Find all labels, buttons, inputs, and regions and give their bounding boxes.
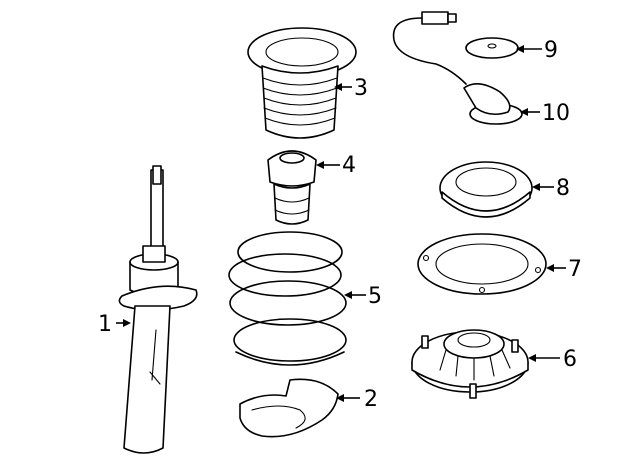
sensor-housing xyxy=(463,83,511,116)
spring-coil-3 xyxy=(229,280,347,326)
spring-coil-4 xyxy=(233,318,347,362)
callout-8-arrow xyxy=(532,183,540,191)
dust-boot-flange-inner xyxy=(265,37,339,67)
washer-hole xyxy=(487,43,497,49)
washer xyxy=(465,37,519,59)
mount-stud xyxy=(421,335,429,349)
strut-tube-highlight xyxy=(151,329,157,381)
mount-center xyxy=(443,329,505,359)
sensor xyxy=(392,11,523,125)
gasket-hole xyxy=(534,266,542,274)
spring-base xyxy=(235,351,345,366)
strut-rod-tip xyxy=(152,165,162,185)
mount-stud xyxy=(469,383,477,399)
callout-6-arrow xyxy=(528,354,536,362)
mount-center-hole xyxy=(457,332,491,348)
strut-spring-seat xyxy=(118,285,198,311)
callout-9-arrow xyxy=(516,45,524,53)
lower-spring-seat xyxy=(239,378,339,438)
callout-3-label: 3 xyxy=(354,76,368,101)
mount-ribs xyxy=(439,349,511,381)
mount-stud xyxy=(511,339,519,353)
gasket-hole xyxy=(478,286,486,294)
spring-coil-1 xyxy=(237,231,343,273)
dust-boot xyxy=(247,27,357,139)
callout-10-arrow xyxy=(520,108,528,116)
gasket-outer xyxy=(417,233,547,295)
callout-1-arrow xyxy=(123,319,131,327)
callout-6-label: 6 xyxy=(563,347,577,372)
callout-2-label: 2 xyxy=(364,387,378,412)
callout-3-arrow xyxy=(334,83,342,91)
callout-4-arrow xyxy=(316,161,324,169)
dust-boot-fold xyxy=(263,97,337,106)
coil-spring xyxy=(228,231,347,366)
callout-8-label: 8 xyxy=(556,176,570,201)
gasket xyxy=(417,233,547,295)
bump-stop xyxy=(267,150,317,225)
callout-9-label: 9 xyxy=(544,38,558,63)
bump-stop-ring xyxy=(274,197,310,203)
bearing-inner xyxy=(455,167,517,197)
upper-bearing xyxy=(439,161,533,218)
sensor-cable xyxy=(392,17,467,85)
lower-seat-inner xyxy=(251,405,306,429)
sensor-connector-tip xyxy=(447,13,457,23)
strut-assembly xyxy=(118,165,198,454)
callout-10-label: 10 xyxy=(542,101,570,126)
strut-tube-bracket xyxy=(149,371,161,385)
strut-mount xyxy=(411,329,529,399)
gasket-inner xyxy=(435,243,529,285)
strut-rod-collar xyxy=(142,245,166,263)
dust-boot-fold xyxy=(264,117,336,126)
callout-2-arrow xyxy=(336,394,344,402)
bearing-lip xyxy=(441,191,531,218)
dust-boot-fold xyxy=(263,107,337,116)
callout-4-label: 4 xyxy=(342,153,356,178)
callout-7-arrow xyxy=(546,264,554,272)
gasket-hole xyxy=(422,254,430,262)
callout-1-label: 1 xyxy=(98,312,112,337)
bump-stop-ring xyxy=(274,209,310,215)
sensor-connector xyxy=(421,11,449,25)
dust-boot-bellows xyxy=(261,65,339,139)
spring-coil-2 xyxy=(228,253,342,297)
dust-boot-fold xyxy=(262,77,338,86)
bump-stop-body xyxy=(273,183,311,225)
lower-seat-body xyxy=(239,378,339,438)
strut-tube xyxy=(123,305,171,454)
callout-7-label: 7 xyxy=(568,257,582,282)
bump-stop-hole xyxy=(279,152,305,164)
callout-5-label: 5 xyxy=(368,284,382,309)
dust-boot-fold xyxy=(262,87,338,96)
callouts: 1 2 3 4 5 6 7 8 9 10 xyxy=(98,38,582,412)
callout-5-arrow xyxy=(344,291,352,299)
